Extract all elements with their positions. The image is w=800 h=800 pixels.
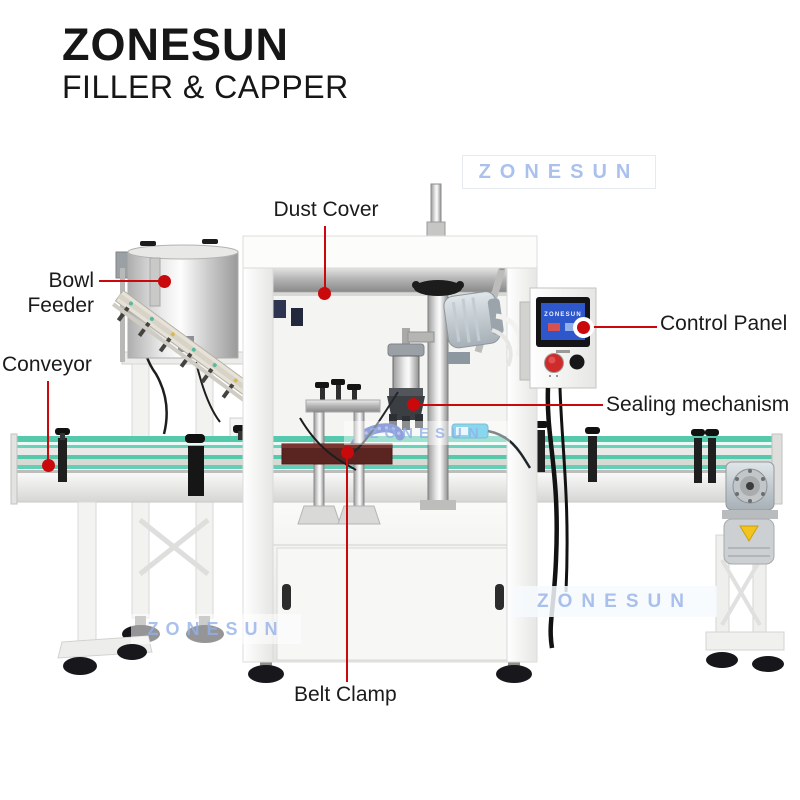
control-panel: ZONESUN: [519, 287, 597, 649]
dust-cover-frame: [242, 235, 538, 663]
watermark: ZONESUN: [462, 155, 656, 189]
dust-cover-beam: [265, 265, 515, 293]
conveyor: [10, 421, 783, 505]
pointer-line-belt-clamp: [346, 458, 348, 682]
brand-name: ZONESUN: [62, 19, 290, 70]
pointer-dot-dust-cover: [318, 287, 331, 300]
label-belt-clamp: Belt Clamp: [294, 683, 397, 706]
rail-clamps: [55, 421, 719, 496]
pointer-line-control-panel: [593, 326, 657, 328]
feeder-bowl: [127, 251, 239, 359]
gear-motor: [722, 461, 778, 565]
label-control-panel: Control Panel: [660, 312, 788, 335]
pointer-dot-belt-clamp: [341, 446, 354, 459]
touchscreen[interactable]: [541, 303, 585, 340]
door-handle: [495, 584, 504, 610]
label-conveyor: Conveyor: [2, 353, 92, 376]
belt-chain: [14, 459, 778, 465]
conveyor-drive-stand: [705, 461, 785, 672]
capping-motor: [443, 291, 504, 349]
star-knob: [414, 280, 462, 296]
watermark: ZONESUN: [131, 614, 301, 644]
brand-logo: ZONESUN FILLER & CAPPER: [62, 22, 349, 106]
lower-cabinet: [248, 497, 532, 683]
warning-label: [739, 525, 759, 542]
pointer-line-bowl-feeder: [99, 280, 159, 282]
pointer-dot-conveyor: [42, 459, 55, 472]
watermark: ZONESUN: [344, 421, 510, 445]
panel-cable: [545, 387, 559, 649]
cabinet-door: [276, 547, 510, 661]
guide-rail: [14, 436, 778, 442]
brand-subtitle: FILLER & CAPPER: [62, 69, 349, 105]
pointer-dot-sealing-mechanism: [407, 398, 420, 411]
pointer-dot-bowl-feeder: [158, 275, 171, 288]
selector-knob[interactable]: [569, 354, 585, 370]
pointer-line-conveyor: [47, 381, 49, 461]
belt-clamp-assembly: [281, 379, 393, 525]
door-handle: [282, 584, 291, 610]
pointer-line-dust-cover: [324, 226, 326, 288]
label-dust-cover: Dust Cover: [273, 198, 379, 221]
label-sealing-mechanism: Sealing mechanism: [606, 393, 790, 416]
pointer-line-sealing-mechanism: [419, 404, 603, 406]
screen-brand-text: ZONESUN: [544, 312, 582, 318]
watermark: ZONESUN: [513, 586, 717, 617]
emergency-button[interactable]: [544, 353, 564, 373]
conveyor-left-leg: [57, 501, 153, 675]
main-column: [427, 289, 449, 507]
pointer-dot-control-panel: [577, 321, 590, 334]
feeder-chute: [111, 289, 261, 407]
label-bowl-feeder: Bowl Feeder: [27, 269, 94, 317]
interior-components: [281, 280, 532, 525]
